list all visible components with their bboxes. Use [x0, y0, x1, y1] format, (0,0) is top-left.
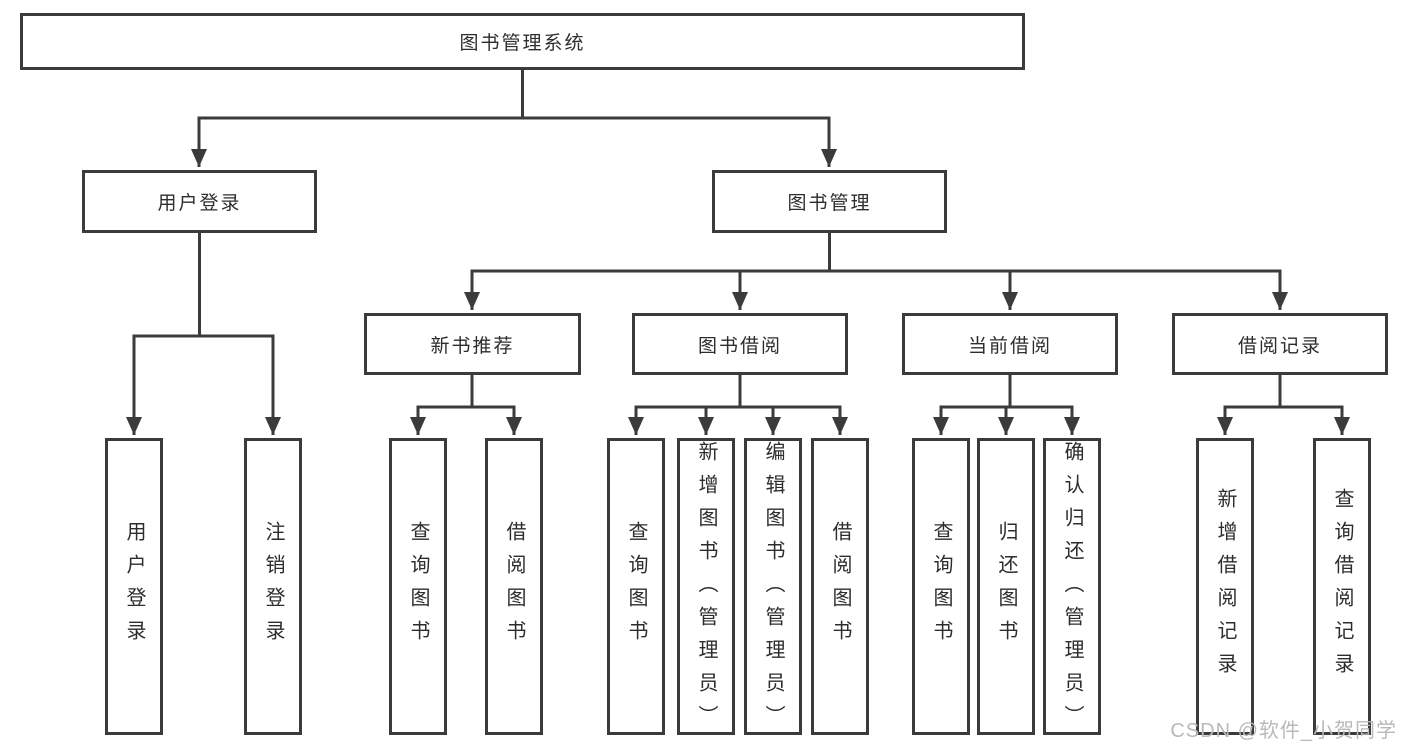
node-root-label: 图书管理系统 [459, 33, 586, 54]
leaf-borrow-books-recommend: 借阅图书 [485, 438, 543, 735]
node-borrowing-records-label: 借阅记录 [1237, 335, 1322, 357]
leaf-add-book-admin: 新增图书（管理员） [677, 438, 735, 738]
node-current-borrowing: 当前借阅 [902, 313, 1118, 375]
node-new-book-recommend-label: 新书推荐 [430, 335, 515, 357]
leaf-return-book: 归还图书 [977, 438, 1035, 735]
leaf-query-books-borrowing: 查询图书 [607, 438, 665, 735]
node-user-login: 用户登录 [82, 170, 317, 233]
node-book-borrowing: 图书借阅 [632, 313, 848, 375]
csdn-watermark: CSDN @软件_小贺同学 [1170, 720, 1397, 742]
node-borrowing-records: 借阅记录 [1172, 313, 1388, 375]
leaf-edit-book-admin: 编辑图书（管理员） [744, 438, 802, 738]
leaf-logout: 注销登录 [244, 438, 302, 735]
leaf-query-borrow-record: 查询借阅记录 [1313, 438, 1371, 735]
leaf-user-login: 用户登录 [105, 438, 163, 735]
leaf-query-books-recommend: 查询图书 [389, 438, 447, 735]
leaf-add-borrow-record: 新增借阅记录 [1196, 438, 1254, 735]
node-new-book-recommend: 新书推荐 [364, 313, 581, 375]
node-book-management-label: 图书管理 [787, 193, 872, 214]
leaf-borrow-books-borrowing: 借阅图书 [811, 438, 869, 735]
leaf-confirm-return-admin: 确认归还（管理员） [1043, 438, 1101, 738]
node-root: 图书管理系统 [20, 13, 1025, 70]
node-current-borrowing-label: 当前借阅 [967, 335, 1052, 357]
node-book-management: 图书管理 [712, 170, 947, 233]
node-book-borrowing-label: 图书借阅 [697, 335, 782, 357]
node-user-login-label: 用户登录 [157, 193, 242, 214]
leaf-query-books-current: 查询图书 [912, 438, 970, 735]
